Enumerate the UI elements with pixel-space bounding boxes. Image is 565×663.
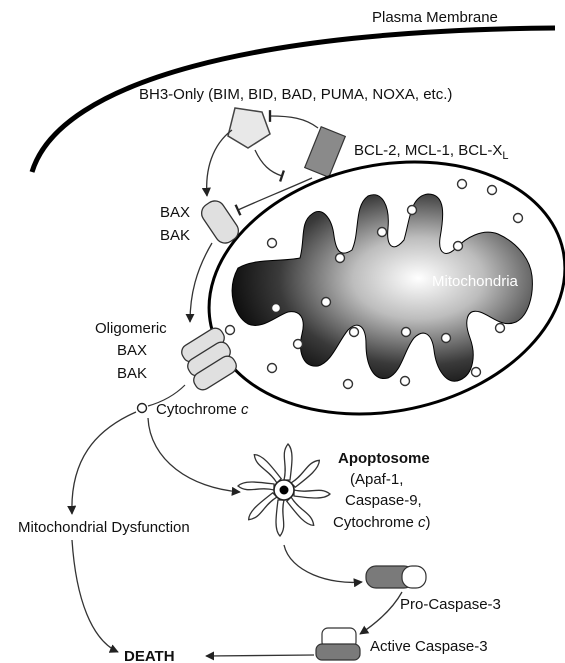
oligomeric-label: Oligomeric <box>95 320 167 337</box>
dysfunction-to-death-arrow <box>72 540 118 652</box>
pro-caspase-3-shape <box>366 566 426 588</box>
pro-caspase-3-label: Pro-Caspase-3 <box>400 596 501 613</box>
oligo-bax-label: BAX <box>117 342 147 359</box>
mito-dysfunction-label: Mitochondrial Dysfunction <box>18 519 190 536</box>
bh3-activates-bax-arrow <box>207 130 232 196</box>
cytochrome-italic-c: c <box>241 401 249 418</box>
plasma-membrane-label: Plasma Membrane <box>372 9 498 26</box>
bcl2-inhibits-bh3-line <box>270 116 318 128</box>
cytochrome-c-label: Cytochrome c <box>156 401 249 418</box>
apoptosome-title: Apoptosome <box>338 450 430 467</box>
apoptosome-wheel <box>238 444 330 536</box>
bh3-inhibits-bcl2-line <box>255 150 282 176</box>
death-label: DEATH <box>124 648 175 663</box>
bh3-only-shape <box>228 108 270 148</box>
bcl2-subscript: L <box>502 150 508 162</box>
active-caspase-to-death-arrow <box>206 655 314 656</box>
cytochrome-to-apoptosome-arrow <box>148 418 240 492</box>
cytochrome-to-dysfunction-arrow <box>72 412 136 514</box>
apoptosome-to-procaspase-arrow <box>284 545 362 582</box>
oligo-bak-label: BAK <box>117 365 147 382</box>
bax-label: BAX <box>160 204 190 221</box>
procaspase-to-active-arrow <box>360 592 402 634</box>
bcl2-protein-block <box>305 127 346 178</box>
bak-label: BAK <box>160 227 190 244</box>
apoptosome-line1: (Apaf-1, <box>350 471 403 488</box>
active-caspase-3-label: Active Caspase-3 <box>370 638 488 655</box>
mitochondria-label: Mitochondria <box>432 273 519 290</box>
bh3-only-label: BH3-Only (BIM, BID, BAD, PUMA, NOXA, etc… <box>139 86 452 103</box>
apoptosome-line3: Cytochrome c) <box>333 514 431 531</box>
active-caspase-3-shape <box>316 628 360 660</box>
cytochrome-c-icon <box>138 404 147 413</box>
bcl2-family-label: BCL-2, MCL-1, BCL-XL <box>354 142 509 162</box>
apoptosome-line2: Caspase-9, <box>345 492 422 509</box>
